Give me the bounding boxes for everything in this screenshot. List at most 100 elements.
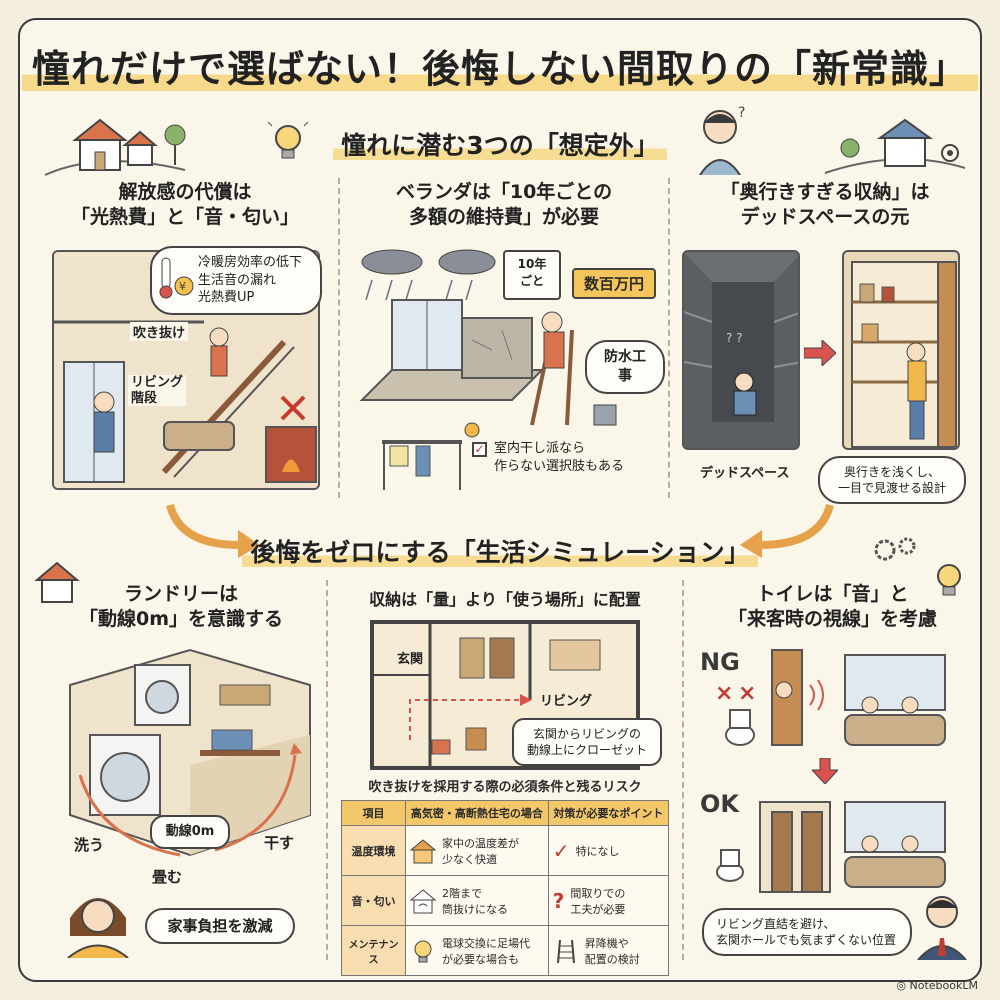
cell-text: 特になし [575, 844, 620, 858]
calendar-text: ごと [519, 273, 544, 288]
smiling-house-icon [410, 838, 436, 863]
bubble-text: 冷暖房効率の低下 [198, 255, 303, 270]
label-living-stairs: リビング 階段 [128, 375, 187, 407]
lightbulb-icon [268, 121, 308, 159]
table-cell: ? 間取りでの工夫が必要 [547, 875, 670, 926]
gear-icon [874, 537, 916, 561]
panel-balcony: ベランダは「10年ごとの 多額の維持費」が必要 [345, 180, 663, 229]
svg-text:? ?: ? ? [726, 331, 743, 345]
section1-title: 憧れに潜む3つの「想定外」 [0, 126, 1000, 162]
thermometer-yen-icon: ¥ [159, 257, 194, 299]
svg-text:¥: ¥ [179, 280, 186, 293]
divider [682, 580, 684, 960]
toilet-tip-bubble: リビング直結を避け、 玄関ホールでも気まずくない位置 [702, 908, 912, 957]
house-icon [34, 561, 80, 603]
panel-title-line: 「奥行きすぎる収納」は [720, 181, 930, 203]
houses-decoration-left [44, 118, 186, 176]
panel-storage-location: 収納は「量」より「使う場所」に配置 [335, 590, 675, 611]
ladder-icon [556, 939, 575, 963]
waterproof-bubble: 防水工事 [585, 340, 665, 394]
table-cell: 昇降機や配置の検討 [547, 925, 670, 976]
label-genkan: 玄関 [397, 652, 424, 667]
label-fold: 畳む [152, 868, 183, 886]
label-living: リビング [540, 694, 593, 709]
table-cell: ✓ 特になし [547, 825, 670, 876]
panel-laundry: ランドリーは 「動線0m」を意識する [40, 582, 322, 631]
house-sound-icon [410, 888, 436, 913]
arrow-right-icon [804, 340, 836, 366]
label-dry: 干す [264, 834, 295, 852]
chore-reduction-bubble: 家事負担を激減 [145, 908, 295, 945]
bubble-text: リビング直結を避け、 [716, 917, 836, 931]
panel-title-line: 「光熱費」と「音・匂い」 [70, 205, 299, 228]
panel-storage: 「奥行きすぎる収納」は デッドスペースの元 [675, 180, 975, 229]
lightbulb-icon [414, 940, 432, 962]
table-row: メンテナンス 電球交換に足場代が必要な場合も 昇降機や配置の検討 [341, 925, 670, 976]
table-cell-item: 温度環境 [341, 825, 406, 876]
panel-title-line: ランドリーは [123, 583, 238, 605]
lightbulb-icon [937, 564, 961, 596]
bubble-text: 一目で見渡せる設計 [837, 481, 946, 496]
table-header-row: 項目 高気密・高断熱住宅の場合 対策が必要なポイント [341, 800, 670, 826]
table-cell: 2階まで筒抜けになる [405, 875, 549, 926]
calendar-badge: 10年 ごと [503, 250, 561, 300]
shallow-closet-illustration [842, 250, 960, 450]
section2-title: 後悔をゼロにする「生活シミュレーション」 [0, 533, 1000, 569]
table-row: 音・匂い 2階まで筒抜けになる ? 間取りでの工夫が必要 [341, 875, 670, 926]
cell-text: 筒抜けになる [442, 902, 508, 916]
table-cell-item: 音・匂い [341, 875, 406, 926]
table-cell: 家中の温度差が少なく快適 [405, 825, 549, 876]
table-cell: 電球交換に足場代が必要な場合も [405, 925, 549, 976]
question-icon: ? [552, 888, 565, 913]
zero-distance-badge: 動線0m [150, 815, 230, 849]
cell-text: 少なく快適 [442, 852, 497, 866]
storage-tip-bubble: 奥行きを浅くし、 一目で見渡せる設計 [818, 456, 966, 505]
bubble-text: 動線上にクローゼット [526, 743, 647, 758]
bubble-text: 玄関ホールでも気まずくない位置 [716, 933, 897, 948]
divider [338, 178, 340, 498]
checkbox-icon: ✓ [472, 442, 487, 457]
balcony-illustration [359, 249, 617, 490]
table-row: 温度環境 家中の温度差が少なく快適 ✓ 特になし [341, 825, 670, 876]
table-header: 対策が必要なポイント [547, 800, 670, 826]
panel-title-line: デッドスペースの元 [740, 205, 910, 228]
man-icon [917, 896, 967, 960]
cell-text: 昇降機や [584, 936, 629, 950]
check-icon: ✓ [552, 838, 570, 863]
ng-label: NG [700, 648, 740, 676]
table-cell-item: メンテナンス [341, 925, 406, 976]
cell-text: 配置の検討 [584, 952, 640, 966]
note-text: 作らない選択肢もある [494, 458, 625, 474]
footer-brand: ◎ NotebookLM [896, 979, 978, 992]
label-text: リビング [131, 375, 184, 390]
requirements-table: 項目 高気密・高断熱住宅の場合 対策が必要なポイント 温度環境 家中の温度差が少… [341, 800, 670, 976]
svg-text:?: ? [738, 105, 745, 121]
ok-label: OK [700, 790, 739, 818]
svg-text:×: × [715, 681, 733, 706]
table-caption: 吹き抜けを採用する際の必須条件と残るリスク [368, 780, 642, 795]
closet-route-bubble: 玄関からリビングの 動線上にクローゼット [512, 718, 662, 767]
arrow-down-icon [812, 758, 838, 784]
panel-open-space: 解放感の代償は 「光熱費」と「音・匂い」 [40, 180, 330, 229]
cell-text: 家中の温度差が [442, 836, 519, 850]
panel-title-line: 解放感の代償は [118, 181, 252, 203]
note-text: 室内干し派なら [494, 441, 586, 456]
svg-text:×: × [738, 681, 756, 706]
divider [326, 580, 328, 960]
ng-toilet-illustration: × × [715, 649, 946, 746]
cell-text: 2階まで [442, 886, 482, 900]
main-title: 憧れだけで選ばない！後悔しない間取りの「新常識」 [0, 38, 1000, 93]
cell-text: 間取りでの [570, 886, 626, 900]
cell-text: 工夫が必要 [570, 902, 626, 916]
houses-decoration-right [824, 118, 966, 174]
panel-title-line: 「動線0m」を意識する [78, 607, 284, 630]
bubble-text: 光熱費UP [198, 290, 255, 306]
panel-title-line: ベランダは「10年ごとの [395, 181, 613, 203]
table-header: 項目 [341, 800, 406, 826]
bubble-text: 玄関からリビングの [532, 727, 641, 741]
cell-text: 電球交換に足場代 [442, 936, 530, 950]
divider [668, 178, 670, 498]
panel-toilet: トイレは「音」と 「来客時の視線」を考慮 [690, 582, 975, 631]
deep-closet-illustration: ? ? [682, 250, 800, 450]
panel-title-line: 多額の維持費」が必要 [408, 205, 599, 228]
